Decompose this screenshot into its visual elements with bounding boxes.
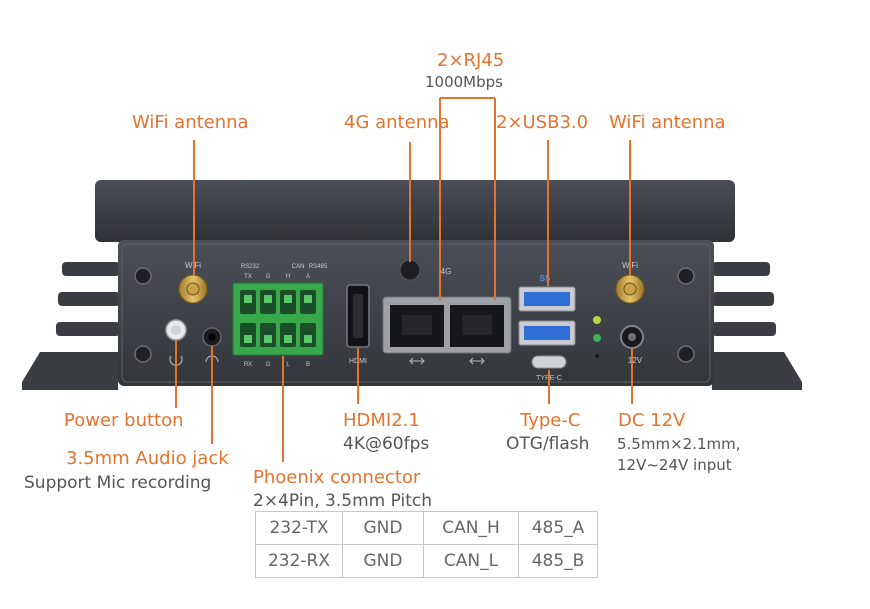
chassis-side-fins bbox=[22, 262, 802, 390]
callout-hdmi: HDMI2.1 bbox=[343, 410, 420, 431]
table-cell: 232-TX bbox=[255, 511, 343, 545]
ethernet-arrow-icon bbox=[409, 357, 485, 365]
callout-power-button: Power button bbox=[64, 410, 184, 431]
panel-label-pin-bottom: G bbox=[266, 362, 271, 368]
callout-wifi-antenna-left: WiFi antenna bbox=[132, 112, 249, 133]
callout-phoenix-connector: Phoenix connector bbox=[253, 467, 421, 488]
callout-4g-antenna: 4G antenna bbox=[344, 112, 450, 133]
panel-label-pin-top: A bbox=[306, 274, 310, 280]
panel-screws bbox=[134, 267, 695, 363]
callout-audio-jack: 3.5mm Audio jack bbox=[66, 448, 229, 469]
dc-jack bbox=[620, 325, 644, 349]
callout-rj45-speed: 1000Mbps bbox=[425, 73, 503, 91]
table-row: 232-RX GND CAN_L 485_B bbox=[255, 544, 598, 578]
table-cell: GND bbox=[342, 511, 424, 545]
callout-phoenix-connector-sub: 2×4Pin, 3.5mm Pitch bbox=[253, 491, 433, 511]
panel-label-pin-top: G bbox=[266, 274, 271, 280]
4g-antenna-connector bbox=[399, 259, 421, 281]
callout-dc-12v: DC 12V bbox=[618, 410, 686, 431]
callout-hdmi-sub: 4K@60fps bbox=[343, 434, 430, 454]
callout-dc-12v-sub2: 12V~24V input bbox=[617, 456, 732, 474]
table-cell: CAN_L bbox=[423, 544, 519, 578]
rj45-ports bbox=[382, 296, 512, 354]
panel-label-usb-logo: SS bbox=[540, 274, 551, 283]
table-cell: 232-RX bbox=[255, 544, 343, 578]
panel-label-rs485: RS485 bbox=[309, 264, 328, 270]
panel-label-pin-top: TX bbox=[244, 274, 252, 280]
callout-typec-sub: OTG/flash bbox=[506, 434, 590, 454]
audio-jack bbox=[202, 327, 222, 347]
table-row: 232-TX GND CAN_H 485_A bbox=[255, 511, 598, 545]
table-cell: CAN_H bbox=[423, 511, 519, 545]
status-leds bbox=[593, 316, 601, 358]
callout-typec: Type-C bbox=[520, 410, 581, 431]
table-cell: 485_A bbox=[518, 511, 598, 545]
panel-label-rs232: RS232 bbox=[241, 264, 260, 270]
callout-dc-12v-sub1: 5.5mm×2.1mm, bbox=[617, 435, 741, 453]
callout-usb3: 2×USB3.0 bbox=[496, 112, 589, 133]
table-cell: GND bbox=[342, 544, 424, 578]
panel-label-pin-bottom: L bbox=[286, 362, 290, 368]
table-cell: 485_B bbox=[518, 544, 598, 578]
callout-lines bbox=[175, 97, 633, 462]
panel-label-4g: 4G bbox=[441, 267, 452, 276]
callout-audio-jack-sub: Support Mic recording bbox=[24, 473, 212, 493]
panel-label-can: CAN bbox=[292, 264, 305, 270]
callout-rj45: 2×RJ45 bbox=[437, 50, 505, 71]
wifi-connector-right bbox=[615, 274, 645, 304]
panel-label-pin-bottom: RX bbox=[244, 362, 252, 368]
panel-label-12v: 12V bbox=[628, 356, 643, 365]
heatsink-fins bbox=[95, 180, 735, 242]
panel-label-pin-top: H bbox=[286, 274, 290, 280]
callout-wifi-antenna-right: WiFi antenna bbox=[609, 112, 726, 133]
hdmi-port bbox=[346, 284, 370, 348]
wifi-connector-left bbox=[178, 274, 208, 304]
panel-label-pin-bottom: B bbox=[306, 362, 310, 368]
usb3-ports bbox=[518, 286, 576, 346]
pinout-table: 232-TX GND CAN_H 485_A 232-RX GND CAN_L … bbox=[255, 511, 598, 578]
power-button bbox=[165, 319, 187, 341]
phoenix-connector bbox=[232, 282, 324, 356]
typec-port bbox=[531, 355, 567, 369]
